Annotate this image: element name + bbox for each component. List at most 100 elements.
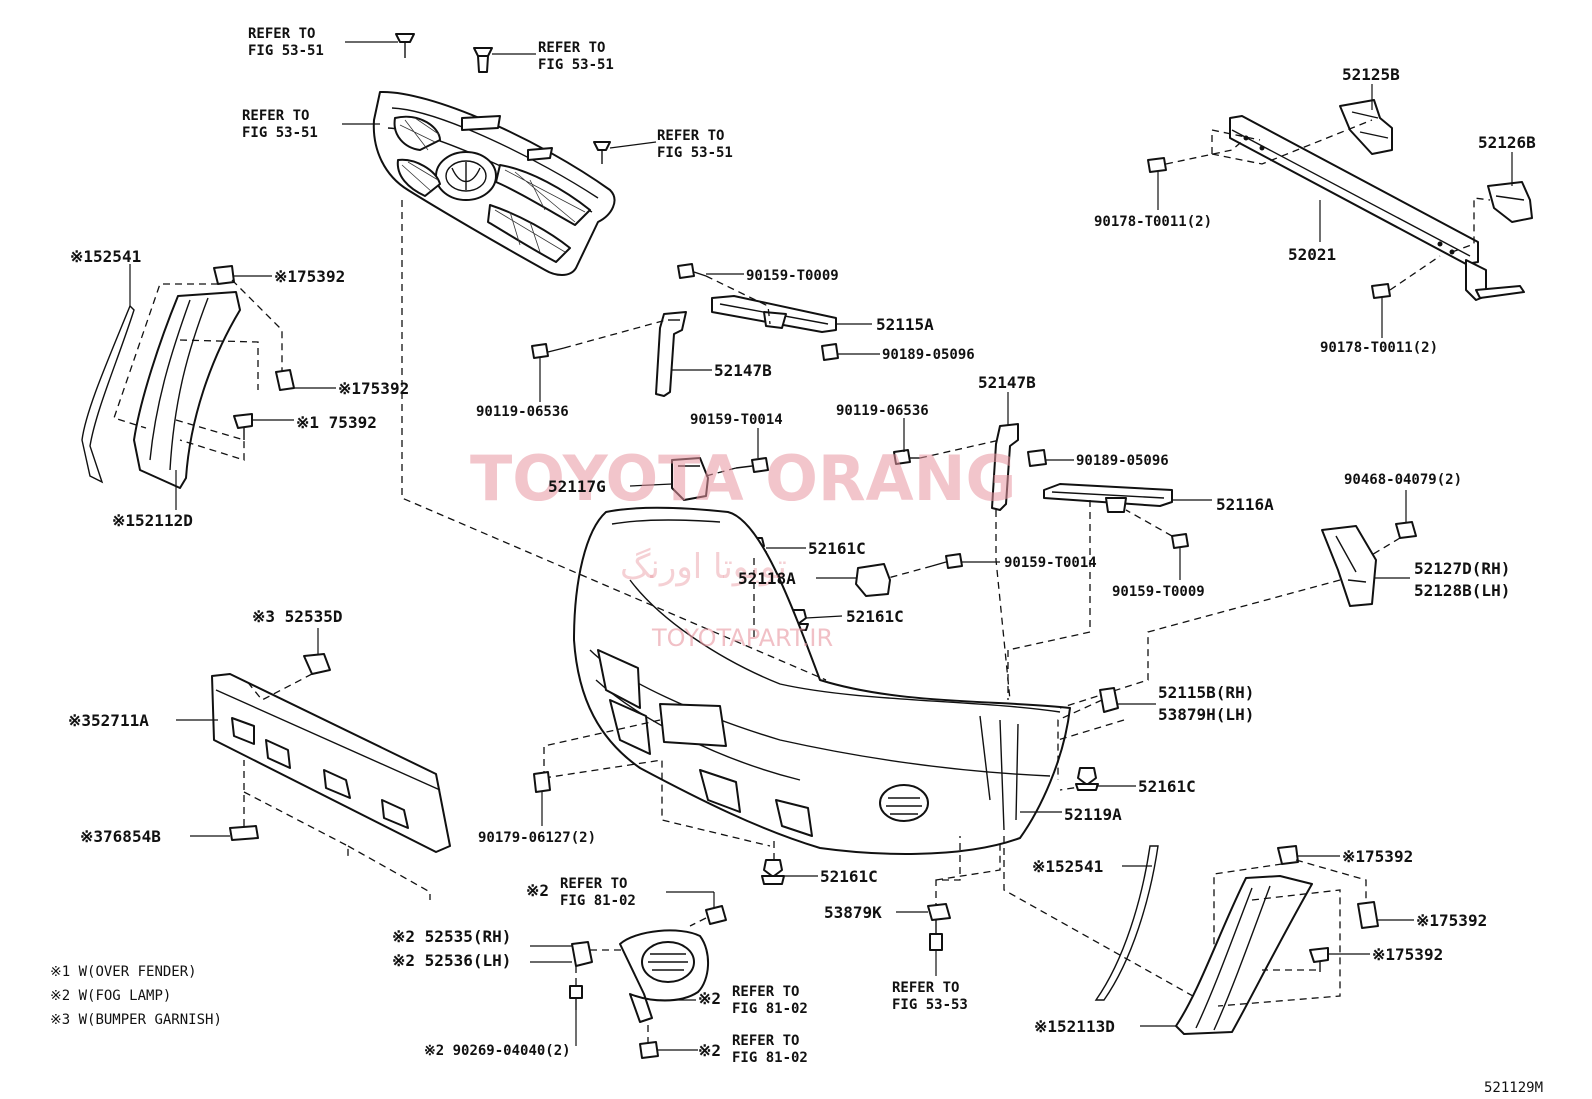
radiator-grille: [372, 90, 616, 276]
clip-76854b: [229, 825, 259, 841]
label-90159-t0009-top: 90159-T0009: [746, 268, 839, 284]
label-90179: 90179-06127(2): [478, 830, 596, 846]
dash-52115b: [1057, 699, 1125, 780]
label-53879h: 53879H(LH): [1158, 705, 1254, 724]
label-52147b-right: 52147B: [978, 373, 1036, 392]
refer-fog-top-mark: ※2: [526, 881, 549, 900]
label-53879k: 53879K: [824, 903, 882, 922]
bracket-52147b-right: [991, 423, 1019, 511]
bumper-reinforcement: [1229, 115, 1525, 301]
retainer-52115a: [711, 295, 837, 333]
label-90468: 90468-04079(2): [1344, 472, 1462, 488]
bolt-90119-right: [893, 449, 920, 465]
label-175392-3: ※1 75392: [296, 413, 377, 432]
clip-52115b: [1099, 687, 1119, 713]
note-2: ※2 W(FOG LAMP): [50, 988, 171, 1004]
refer-fog-mid-2: FIG 81-02: [732, 1001, 808, 1017]
label-175392-4: ※175392: [1342, 847, 1413, 866]
screw-90269: [569, 985, 583, 1010]
refer-fog-mid-mark: ※2: [698, 989, 721, 1008]
label-52535d: ※3 52535D: [252, 607, 342, 626]
bolt-90159-t0009-mid: [1171, 533, 1189, 549]
refer-5353-2: FIG 53-53: [892, 997, 968, 1013]
label-90269: ※2 90269-04040(2): [424, 1043, 571, 1059]
dash-90179: [543, 719, 771, 847]
note-1: ※1 W(OVER FENDER): [50, 964, 197, 980]
label-90159-t0014-mid: 90159-T0014: [1004, 555, 1097, 571]
screw-fog-bottom: [639, 1041, 659, 1059]
bumper-garnish-52711a: [211, 673, 451, 853]
grille-bracket-2: [527, 147, 553, 161]
clip-175392-5: [1357, 901, 1379, 929]
label-52117g: 52117G: [548, 477, 606, 496]
dash-90468: [1369, 537, 1401, 557]
nut-53879k: [927, 903, 951, 951]
label-52125b: 52125B: [1342, 65, 1400, 84]
refer-fog-bot-2: FIG 81-02: [732, 1050, 808, 1066]
refer-tm-2: FIG 53-51: [538, 57, 614, 73]
label-52115b: 52115B(RH): [1158, 683, 1254, 702]
label-52115a: 52115A: [876, 315, 934, 334]
refer-fog-mid-1: REFER TO: [732, 984, 799, 1000]
bolt-90159-t0009-top: [677, 263, 707, 279]
bracket-52126b: [1487, 181, 1533, 223]
grille-clip-top-mid: [473, 47, 493, 73]
dash-90119-right: [919, 439, 1001, 459]
label-175392-2: ※175392: [338, 379, 409, 398]
label-90189-right: 90189-05096: [1076, 453, 1169, 469]
dash-76854b: [243, 760, 431, 900]
over-fender-right: [1175, 875, 1313, 1035]
refer-fog-bot-1: REFER TO: [732, 1033, 799, 1049]
clip-52161c-c: [1075, 767, 1099, 791]
refer-fog-bot-mark: ※2: [698, 1041, 721, 1060]
dash-grille-bumper: [401, 200, 827, 681]
bolt-fog-top: [705, 905, 727, 925]
clip-175392-3: [233, 413, 253, 440]
label-90159-t0014-left: 90159-T0014: [690, 412, 783, 428]
figure-id: 521129M: [1484, 1080, 1543, 1096]
clip-90179: [533, 771, 551, 793]
label-52535-rh: ※2 52535(RH): [392, 927, 511, 946]
clip-90468: [1395, 521, 1417, 539]
label-52127d: 52127D(RH): [1414, 559, 1510, 578]
nut-90178-bottom: [1371, 283, 1391, 299]
dash-52116a-down: [1007, 500, 1091, 700]
dash-fog: [575, 917, 707, 986]
label-52118a: 52118A: [738, 569, 796, 588]
refer-5353-1: REFER TO: [892, 980, 959, 996]
label-90189-top: 90189-05096: [882, 347, 975, 363]
legend-notes: ※1 W(OVER FENDER) ※2 W(FOG LAMP) ※3 W(BU…: [50, 964, 222, 1028]
dash-right-fender-clips: [1213, 859, 1367, 1007]
dash-52147b-right: [995, 510, 1011, 701]
grille-bracket: [461, 115, 501, 131]
label-52541-right: ※152541: [1032, 857, 1103, 876]
fog-lamp: [619, 929, 710, 1023]
refer-tl-2: FIG 53-51: [248, 43, 324, 59]
note-3: ※3 W(BUMPER GARNISH): [50, 1012, 222, 1028]
clip-90189-right: [1027, 449, 1047, 467]
label-52119a: 52119A: [1064, 805, 1122, 824]
bracket-52147b-left: [655, 311, 687, 397]
label-175392-5: ※175392: [1416, 911, 1487, 930]
label-52161c-b: 52161C: [846, 607, 904, 626]
clip-52161c-d: [761, 859, 785, 885]
refer-r-1: REFER TO: [657, 128, 724, 144]
bracket-52127d: [1321, 525, 1377, 607]
refer-l-2: FIG 53-51: [242, 125, 318, 141]
dash-90119-left: [563, 319, 667, 349]
watermark: TOYOTA ORANG تویوتا اورنگ TOYOTAPART.IR: [470, 442, 1016, 652]
moulding-152541-left: [81, 304, 135, 484]
label-52126b: 52126B: [1478, 133, 1536, 152]
dash-52535d: [245, 673, 313, 701]
label-52711a: ※352711A: [68, 711, 149, 730]
bolt-90159-t0014-left: [735, 457, 769, 473]
bracket-52117g: [671, 457, 709, 501]
label-90119-left: 90119-06536: [476, 404, 569, 420]
dash-90178-top: [1165, 137, 1247, 165]
clip-175392-2: [275, 369, 295, 391]
dash-52126b: [1451, 197, 1491, 253]
dash-52118a: [887, 565, 933, 579]
label-52128b: 52128B(LH): [1414, 581, 1510, 600]
watermark-persian: تویوتا اورنگ: [620, 547, 787, 587]
